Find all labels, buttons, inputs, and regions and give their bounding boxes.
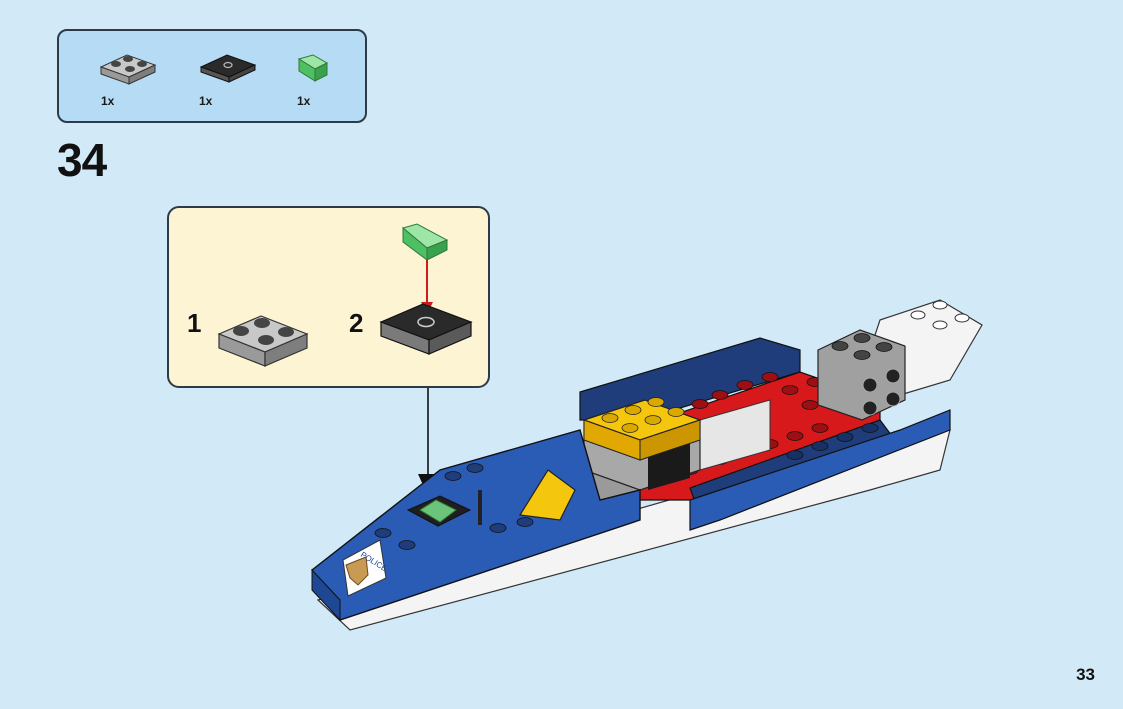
page-number: 33	[1076, 665, 1095, 685]
